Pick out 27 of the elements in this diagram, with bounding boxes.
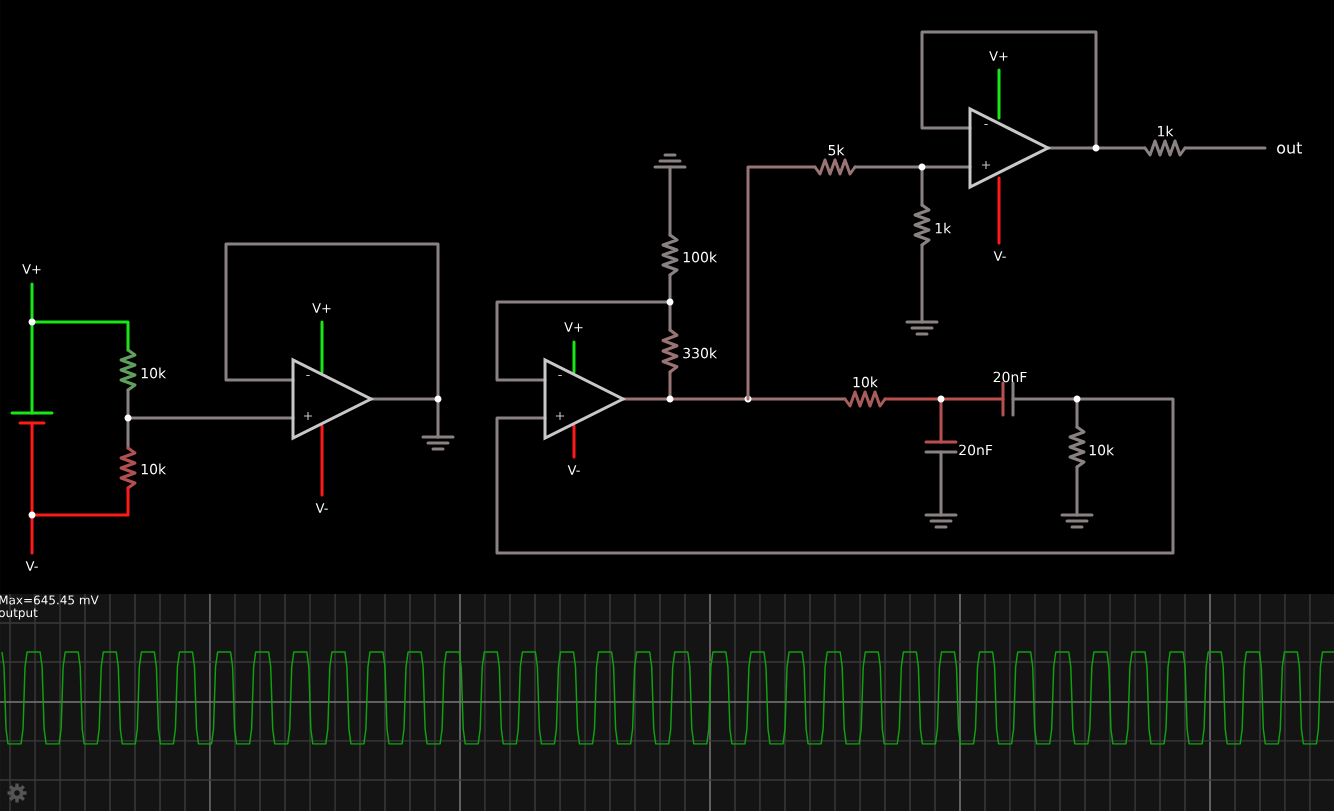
terminal-label: out xyxy=(1277,142,1303,154)
pin-sign: - xyxy=(558,374,562,376)
pin-sign: + xyxy=(303,411,313,421)
component-value: 100k xyxy=(683,251,717,263)
component-value: 10k xyxy=(141,367,167,379)
pin-sign: - xyxy=(984,123,988,125)
component-value: 5k xyxy=(828,144,845,156)
component-value: 330k xyxy=(683,347,717,359)
pin-sign: + xyxy=(981,160,991,170)
component-value: 1k xyxy=(935,222,952,234)
voltage-label: V- xyxy=(567,465,580,475)
scope-readout: Max=645.45 mV xyxy=(0,595,99,605)
voltage-label: V+ xyxy=(989,51,1008,61)
component-value: 20nF xyxy=(959,444,993,456)
component-value: 10k xyxy=(1089,444,1115,456)
component-value: 20nF xyxy=(993,371,1027,383)
voltage-label: V+ xyxy=(312,303,331,313)
voltage-label: V- xyxy=(315,503,328,513)
voltage-label: V- xyxy=(25,561,38,571)
voltage-label: V- xyxy=(993,251,1006,261)
voltage-label: V+ xyxy=(564,322,583,332)
component-value: 1k xyxy=(1158,125,1174,137)
voltage-label: V+ xyxy=(22,264,41,274)
component-value: 10k xyxy=(141,463,167,475)
pin-sign: + xyxy=(555,411,565,421)
pin-sign: - xyxy=(306,374,310,376)
component-value: 10k xyxy=(853,376,878,388)
